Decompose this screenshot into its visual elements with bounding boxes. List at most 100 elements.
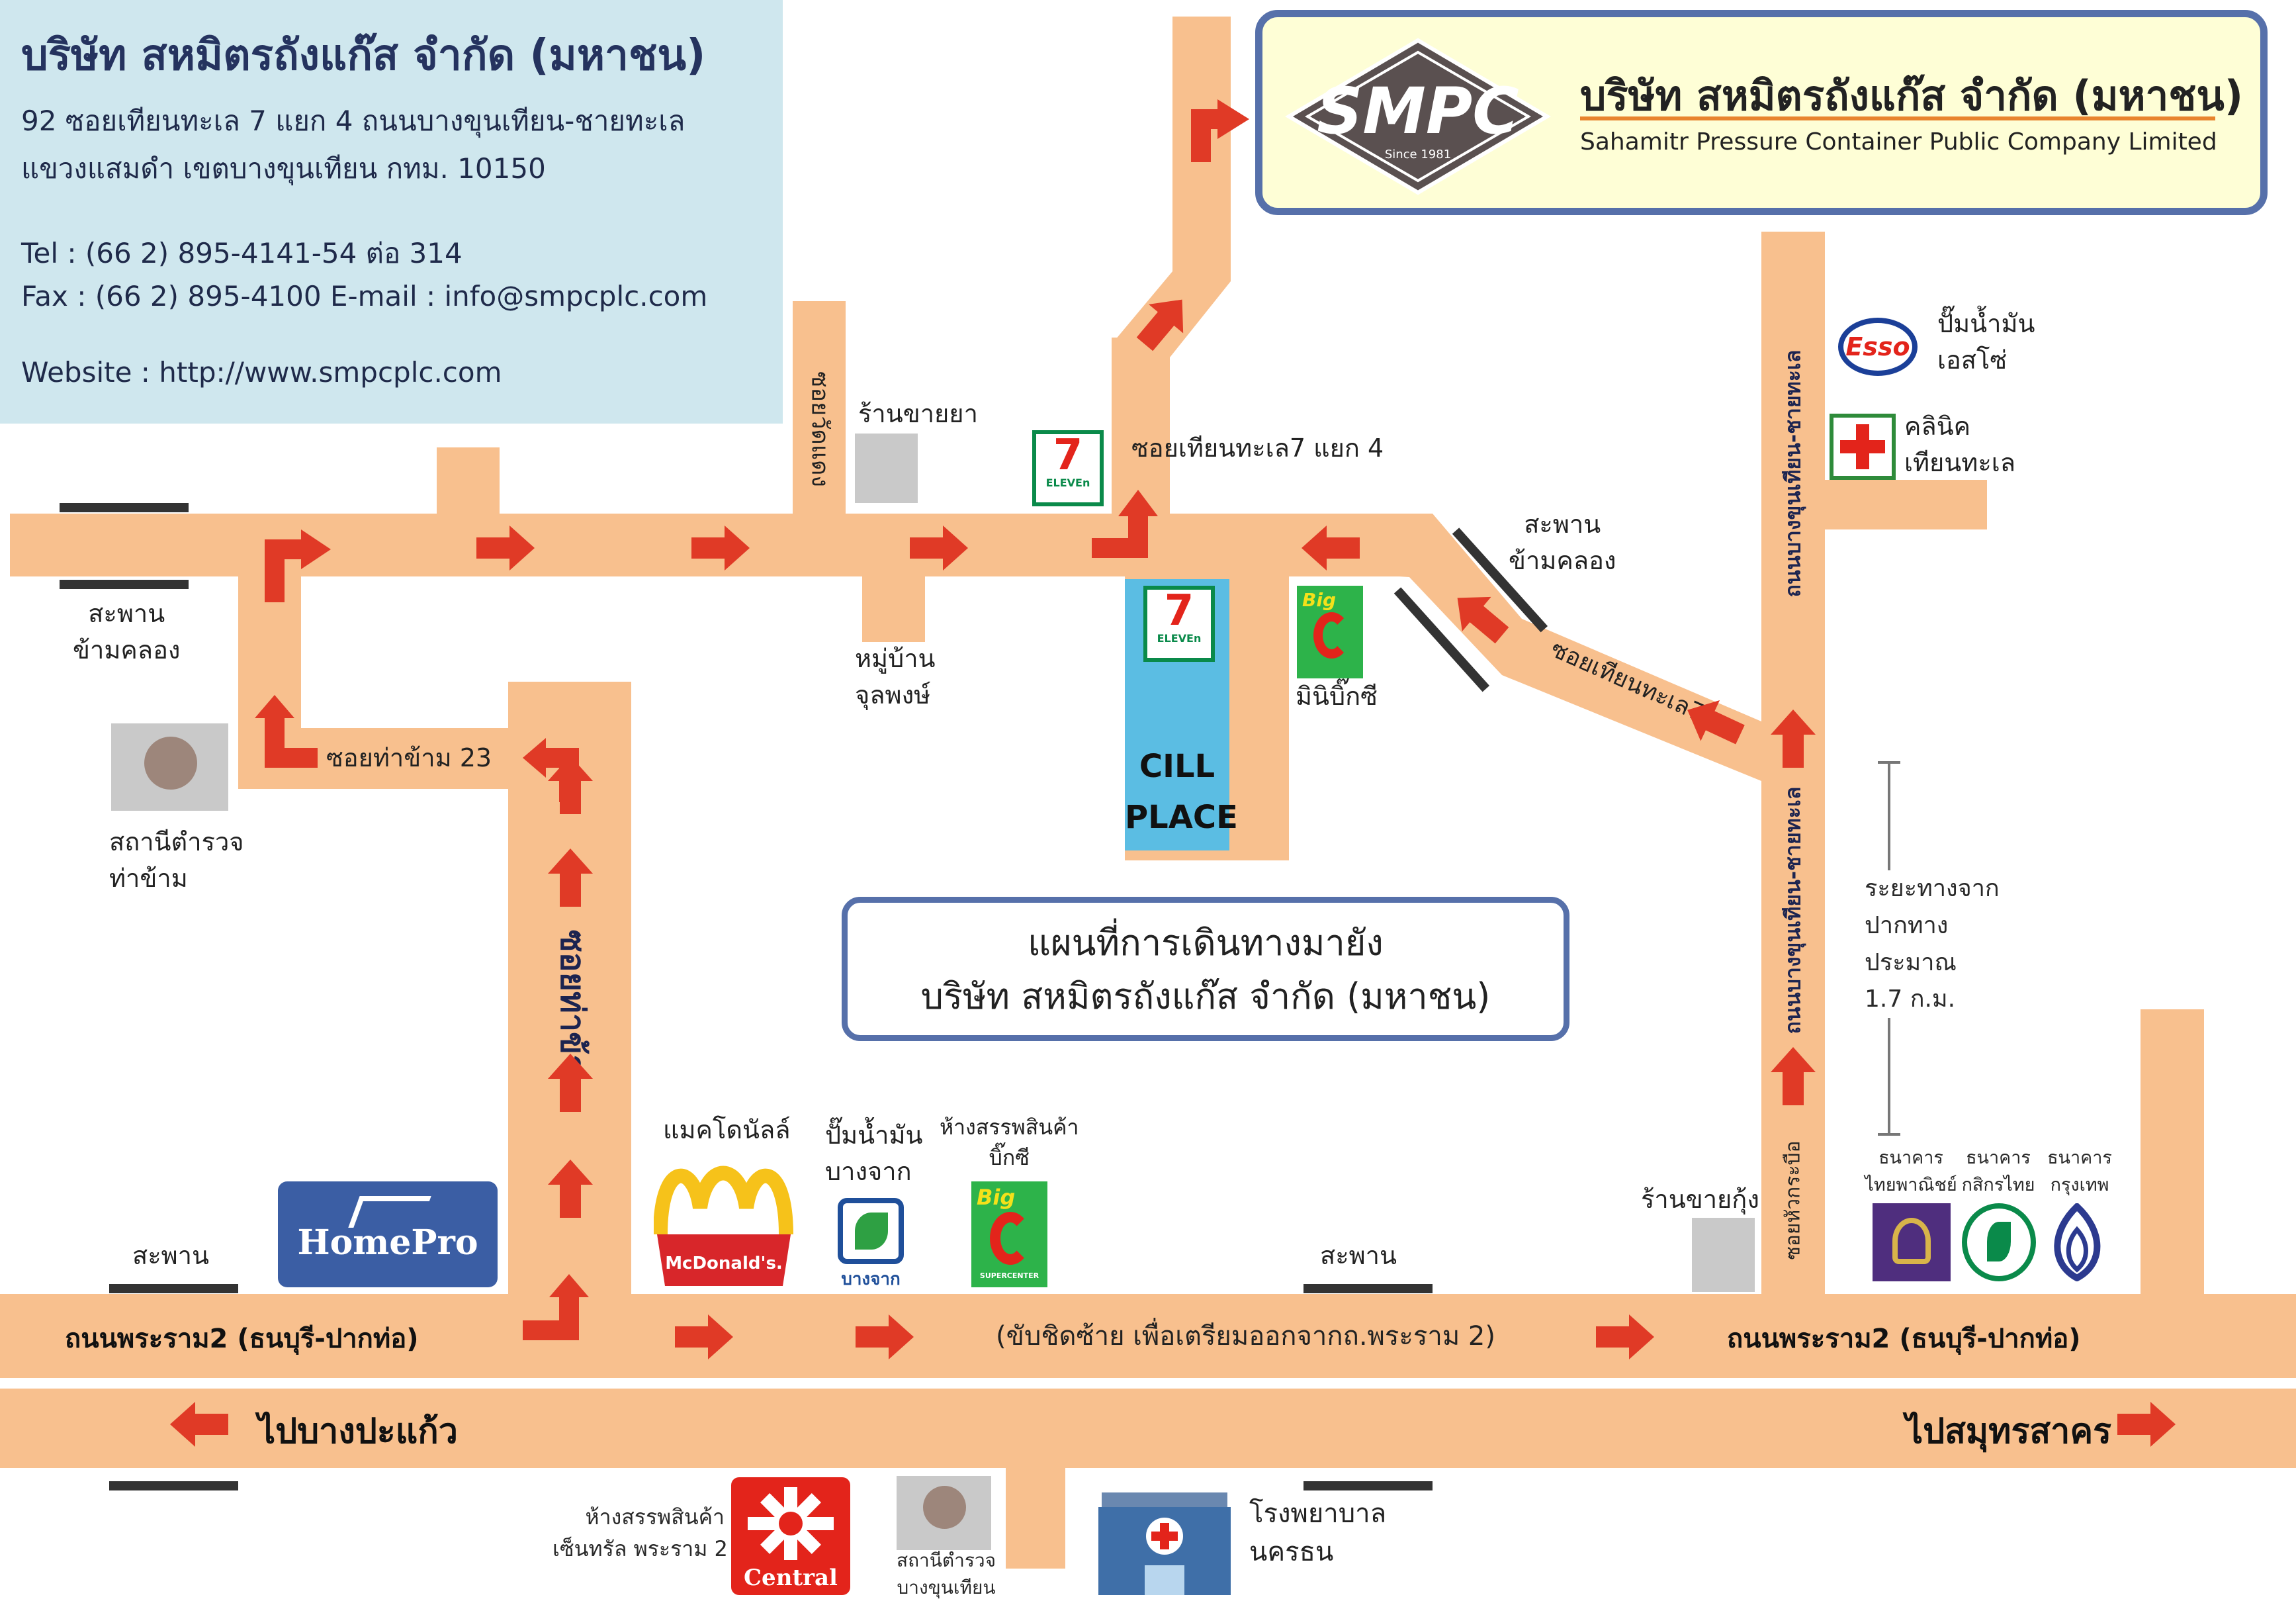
- homepro-logo: HomePro: [278, 1181, 498, 1287]
- smpc-logo-text: SMPC: [1317, 74, 1519, 148]
- bridge-top-right-label: สะพาน ข้ามคลอง: [1509, 510, 1616, 576]
- address-line-1: 92 ซอยเทียนทะเล 7 แยก 4 ถนนบางขุนเทียน-ช…: [21, 105, 685, 137]
- contact-info-panel: บริษัท สหมิตรถังแก๊ส จำกัด (มหาชน) 92 ซอ…: [0, 0, 783, 424]
- arrow-left-icon: [170, 1402, 228, 1447]
- road-right-stub: [2141, 1009, 2204, 1301]
- arrow-right-icon: [1596, 1314, 1654, 1359]
- address-line-2: แขวงแสมดำ เขตบางขุนเทียน กทม. 10150: [21, 152, 546, 185]
- distance-label: ระยะทางจาก ปากทาง ประมาณ 1.7 ก.ม.: [1865, 870, 2023, 1019]
- mini-bigc-label: มินิบิ๊กซี: [1296, 682, 1378, 711]
- bridge-bottom-mid-lower: [1303, 1481, 1433, 1490]
- company-logo-box: SMPC Since 1981 บริษัท สหมิตรถังแก๊ส จำก…: [1255, 10, 2268, 215]
- mcdonalds-logo-text: McDonald's.: [665, 1254, 783, 1273]
- esso-label: ปั๊มน้ำมัน เอสโซ่: [1937, 309, 2035, 375]
- smpc-logo-mark: SMPC Since 1981: [1285, 38, 1551, 195]
- arrow-up-icon: [548, 1054, 593, 1112]
- hospital-icon: [1098, 1492, 1231, 1595]
- homepro-logo-text: HomePro: [297, 1222, 478, 1263]
- arrow-right-icon: [2117, 1402, 2176, 1447]
- distance-cap-top: [1878, 761, 1900, 764]
- to-bang-pa-kaeo: ไปบางปะแก้ว: [258, 1412, 458, 1451]
- bigc-logo-sub: SUPERCENTER: [979, 1271, 1039, 1280]
- village-label: หมู่บ้าน จุลพงษ์: [855, 644, 936, 710]
- shrimp-shop-label: ร้านขายกุ้ง: [1641, 1185, 1759, 1214]
- bank-kbank-logo: [1962, 1203, 2036, 1281]
- road-bottom-stub: [1006, 1463, 1065, 1569]
- road-clinic-branch: [1825, 480, 1987, 529]
- to-samut-sakhon: ไปสมุทรสาคร: [1906, 1412, 2112, 1451]
- bridge-top-left-upper: [60, 503, 189, 512]
- bank-scb-logo: [1873, 1203, 1951, 1281]
- arrow-diagonal-icon: [1127, 285, 1200, 359]
- police-station-logo: [111, 723, 228, 811]
- road-village: [862, 569, 925, 642]
- tel: Tel : (66 2) 895-4141-54 ต่อ 314: [21, 237, 463, 269]
- smpc-since: Since 1981: [1385, 148, 1451, 161]
- website[interactable]: Website : http://www.smpcplc.com: [21, 356, 502, 389]
- seven-eleven-sub: ELEVEn: [1045, 477, 1090, 489]
- road-rama2-upper: [0, 1294, 2296, 1378]
- bigc-logo-text: Big: [977, 1185, 1016, 1210]
- route-title-line-2: บริษัท สหมิตรถังแก๊ส จำกัด (มหาชน): [920, 976, 1491, 1017]
- seven-eleven-top-logo: 7 ELEVEn: [1032, 430, 1104, 506]
- mcdonalds-label: แมคโดนัลล์: [663, 1115, 791, 1144]
- road-rama2-lower: [0, 1389, 2296, 1468]
- bridge-top-left-label: สะพาน ข้ามคลอง: [73, 599, 181, 665]
- bigc-label: ห้างสรรพสินค้า บิ๊กซี: [940, 1115, 1079, 1171]
- bridge-bottom-left-upper: [109, 1284, 238, 1293]
- police-tha-kham-label: สถานีตำรวจ ท่าข้าม: [109, 827, 244, 893]
- arrow-up-icon: [1771, 1047, 1816, 1105]
- cill-place-label: CILL PLACE: [1125, 748, 1238, 836]
- fax-email: Fax : (66 2) 895-4100 E-mail : info@smpc…: [21, 280, 708, 312]
- arrow-up-icon: [548, 1160, 593, 1218]
- central-logo: Central: [731, 1477, 850, 1595]
- logo-name-th: บริษัท สหมิตรถังแก๊ส จำกัด (มหาชน): [1580, 71, 2244, 120]
- bangchak-logo-text: บางจาก: [841, 1269, 901, 1289]
- esso-logo-text: Esso: [1845, 332, 1910, 361]
- arrow-right-icon: [691, 526, 750, 571]
- logo-name-en: Sahamitr Pressure Container Public Compa…: [1580, 128, 2217, 156]
- bridge-bottom-left-label: สะพาน: [132, 1241, 209, 1270]
- clinic-cross-icon: [1830, 414, 1896, 480]
- soi-23-label: ซอยท่าข้าม 23: [326, 743, 492, 772]
- bank-scb-label: ธนาคาร ไทยพาณิชย์: [1865, 1148, 1957, 1195]
- esso-logo: Esso: [1838, 318, 1918, 376]
- pharmacy-marker: [855, 434, 918, 503]
- arrow-right-icon: [910, 526, 968, 571]
- hospital-label: โรงพยาบาล นครธน: [1249, 1498, 1387, 1567]
- bank-bbl-logo: [2046, 1202, 2109, 1282]
- police-station-bangkhun-logo: [897, 1476, 991, 1550]
- arrow-diagonal-icon: [1677, 689, 1750, 755]
- rama2-note: (ขับชิดซ้าย เพื่อเตรียมออกจากถ.พระราม 2): [996, 1321, 1495, 1351]
- central-logo-text: Central: [744, 1565, 838, 1591]
- soi-7-4-label: ซอยเทียนทะเล7 แยก 4: [1131, 434, 1384, 463]
- arrow-up-icon: [1771, 710, 1816, 768]
- bank-bbl-label: ธนาคาร กรุงเทพ: [2047, 1148, 2112, 1195]
- rama2-right-label: ถนนพระราม2 (ธนบุรี-ปากท่อ): [1727, 1324, 2081, 1354]
- seven-eleven-digit: 7: [1164, 586, 1194, 635]
- bridge-bottom-mid-label: สะพาน: [1320, 1241, 1397, 1270]
- seven-eleven-sub: ELEVEn: [1157, 632, 1202, 645]
- police-bangkhun-label: สถานีตำรวจ บางขุนเทียน: [897, 1549, 996, 1598]
- arrow-right-icon: [476, 526, 535, 571]
- seven-eleven-digit: 7: [1053, 431, 1083, 480]
- logo-divider: [1580, 116, 2215, 120]
- route-title-box: แผนที่การเดินทางมายัง บริษัท สหมิตรถังแก…: [842, 897, 1569, 1041]
- mcdonalds-logo: McDonald's.: [653, 1155, 794, 1287]
- company-title: บริษัท สหมิตรถังแก๊ส จำกัด (มหาชน): [21, 31, 706, 80]
- bangchak-logo: บางจาก: [835, 1198, 906, 1289]
- rama2-left-label: ถนนพระราม2 (ธนบุรี-ปากท่อ): [65, 1324, 419, 1354]
- arrow-diagonal-icon: [1442, 580, 1517, 653]
- bridge-top-left-lower: [60, 580, 189, 589]
- bridge-bottom-left-lower: [109, 1481, 238, 1490]
- seven-eleven-cill-logo: 7 ELEVEn: [1143, 586, 1215, 662]
- arrow-right-icon: [675, 1314, 733, 1359]
- arrow-right-icon: [856, 1314, 914, 1359]
- road-top-stub: [437, 447, 500, 520]
- distance-cap-bottom: [1878, 1133, 1900, 1136]
- mini-bigc-logo: Big: [1297, 586, 1363, 678]
- route-title-line-1: แผนที่การเดินทางมายัง: [1028, 922, 1384, 964]
- bigc-logo: Big SUPERCENTER: [971, 1181, 1047, 1287]
- arrow-up-icon: [548, 848, 593, 907]
